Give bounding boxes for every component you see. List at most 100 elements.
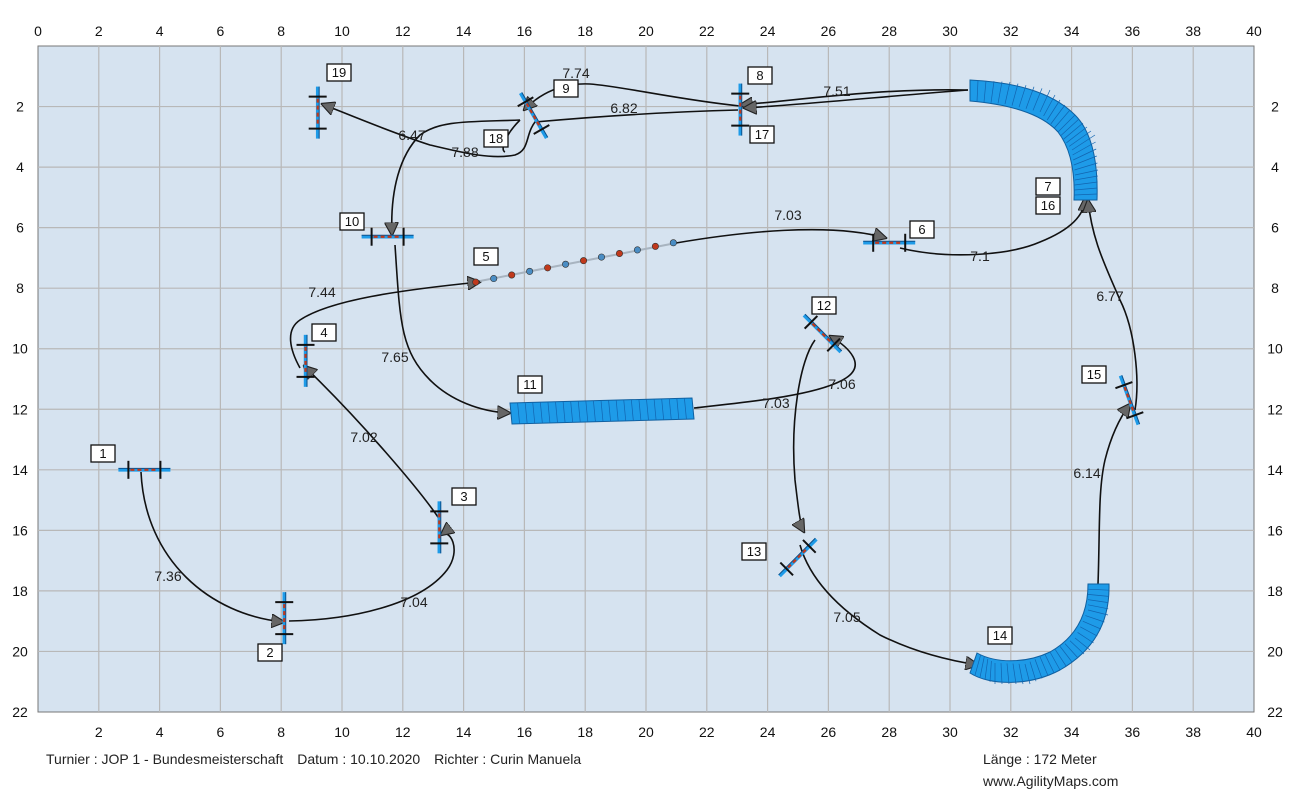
jump-3 [430,501,449,554]
svg-text:7: 7 [1044,179,1051,194]
y-tick-left: 20 [12,643,28,659]
distance-5-6: 7.03 [774,207,801,223]
jumps [118,83,1144,645]
weave-pole [544,264,552,272]
y-tick-left: 10 [12,341,28,357]
label-5: 5 [473,247,499,266]
jump-15 [1115,375,1144,426]
x-tick-top: 24 [760,23,776,39]
jump-13 [778,537,818,578]
label-7: 7 [1035,177,1061,196]
y-tick-right: 18 [1267,583,1283,599]
footer-length: Länge : 172 Meter [983,751,1097,767]
y-tick-right: 20 [1267,643,1283,659]
distance-11-12: 7.03 [762,395,789,411]
obstacle-labels: 1 2 3 4 5 6 7 16 8 17 9 18 10 11 12 13 1… [90,63,1107,662]
x-tick-bottom: 40 [1246,724,1262,740]
footer-datum: Datum : 10.10.2020 [297,751,421,767]
label-2: 2 [257,643,283,662]
x-tick-bottom: 30 [942,724,958,740]
distance-14-15: 6.14 [1073,465,1100,481]
svg-text:4: 4 [320,325,327,340]
distance-1-2: 7.36 [154,568,181,584]
y-tick-left: 18 [12,583,28,599]
x-tick-top: 20 [638,23,654,39]
path-15-16 [1088,200,1138,411]
distance-17-18: 7.88 [451,144,478,160]
distance-16-17: 7.74 [562,65,589,81]
path-14-15 [1097,404,1130,585]
x-tick-top: 22 [699,23,715,39]
path-2-3 [288,534,454,622]
jump-4 [296,334,315,387]
distance-8-9: 7.51 [823,83,850,99]
path-1-2 [140,471,284,622]
label-13: 13 [741,542,767,561]
distance-6-7: 7.1 [970,248,990,264]
jump-1 [118,460,171,479]
weave-pole [615,250,623,258]
weave-pole [651,242,659,250]
svg-text:8: 8 [756,68,763,83]
distance-2-3: 7.04 [400,594,427,610]
distance-10-11: 7.65 [381,349,408,365]
weave-pole [490,275,498,283]
label-8: 8 [747,66,773,85]
x-tick-bottom: 8 [277,724,285,740]
label-1: 1 [90,444,116,463]
x-tick-top: 28 [881,23,897,39]
label-9: 9 [553,79,579,98]
y-tick-left: 14 [12,462,28,478]
label-17: 17 [749,125,775,144]
svg-text:2: 2 [266,645,273,660]
label-15: 15 [1081,365,1107,384]
tunnel-7-16 [969,79,1099,201]
weave-pole [526,267,534,275]
x-tick-top: 32 [1003,23,1019,39]
x-tick-top: 6 [217,23,225,39]
path-12-13 [794,339,816,532]
y-tick-left: 8 [16,280,24,296]
path-9-10 [392,119,521,235]
footer-website[interactable]: www.AgilityMaps.com [983,773,1119,789]
weave-pole [472,278,480,286]
x-tick-top: 2 [95,23,103,39]
path-6-7 [899,198,1085,256]
label-6: 6 [909,220,935,239]
x-tick-bottom: 38 [1185,724,1201,740]
weave-poles-5 [472,239,677,286]
x-tick-top: 40 [1246,23,1262,39]
svg-text:5: 5 [482,249,489,264]
x-tick-bottom: 32 [1003,724,1019,740]
x-tick-top: 38 [1185,23,1201,39]
y-tick-right: 6 [1271,220,1279,236]
path-3-4 [304,366,441,521]
path-7-8 [740,88,969,105]
label-11: 11 [517,375,543,394]
jump-10 [361,227,414,246]
distance-13-14: 7.05 [833,609,860,625]
path-13-14 [799,544,978,665]
y-tick-left: 12 [12,401,28,417]
x-tick-bottom: 22 [699,724,715,740]
path-4-5 [289,282,480,369]
footer-richter: Richter : Curin Manuela [434,751,582,767]
y-tick-right: 16 [1267,522,1283,538]
path-8-9 [524,83,741,110]
x-tick-bottom: 18 [577,724,593,740]
x-tick-top: 16 [517,23,533,39]
y-tick-right: 22 [1267,704,1283,720]
svg-text:11: 11 [523,377,537,392]
x-tick-bottom: 4 [156,724,164,740]
label-10: 10 [339,212,365,231]
label-4: 4 [311,323,337,342]
footer-turnier: Turnier : JOP 1 - Bundesmeisterschaft [46,751,284,767]
label-16: 16 [1035,196,1061,215]
svg-text:17: 17 [755,127,769,142]
jump-19 [308,86,327,139]
x-tick-top: 34 [1064,23,1080,39]
svg-text:14: 14 [993,628,1007,643]
x-tick-top: 0 [34,23,42,39]
path-10-11 [394,244,510,413]
